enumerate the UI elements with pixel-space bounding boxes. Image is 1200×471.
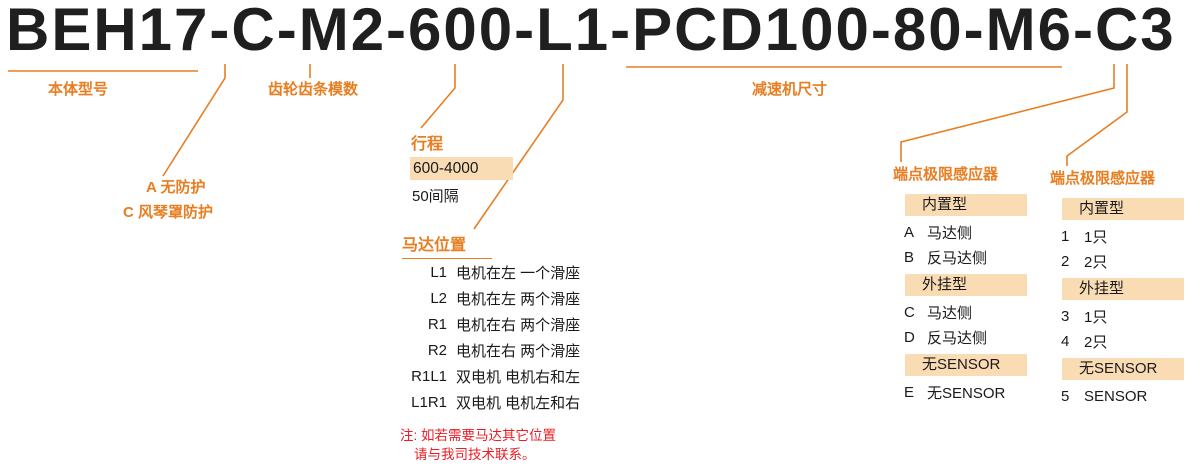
- sensor-code: 4: [1061, 333, 1070, 350]
- motor-position-list: L1 电机在左 一个滑座 L2 电机在左 两个滑座 R1 电机在右 两个滑座 R…: [361, 259, 580, 415]
- sensor-code: 2: [1061, 253, 1070, 270]
- motor-desc: 电机在右 两个滑座: [456, 316, 581, 334]
- stroke-interval: 50间隔: [412, 188, 459, 205]
- sensor-group-label: 内置型: [905, 194, 1027, 216]
- motor-note-line1: 注: 如若需要马达其它位置: [400, 428, 557, 443]
- sensor-code: B: [904, 249, 915, 266]
- sensor-code: 1: [1061, 228, 1070, 245]
- sensor-code: C: [904, 304, 915, 321]
- label-body-model: 本体型号: [48, 81, 109, 98]
- motor-code: R1L1: [411, 367, 447, 385]
- motor-row: L2 电机在左 两个滑座: [361, 285, 580, 311]
- sensor-group-label: 外挂型: [1062, 278, 1184, 300]
- label-gear-module: 齿轮齿条模数: [268, 81, 359, 98]
- sensor-group-label: 无SENSOR: [905, 354, 1027, 376]
- sensor-group-label: 内置型: [1062, 198, 1184, 220]
- stroke-section-header: 行程: [411, 130, 498, 158]
- sensor-desc: 反马达侧: [927, 330, 988, 347]
- sensor-row: E 无SENSOR: [893, 380, 1041, 405]
- sensor-desc: 反马达侧: [927, 250, 988, 267]
- sensor-group-label: 外挂型: [905, 274, 1027, 296]
- model-code-title: BEH17-C-M2-600-L1-PCD100-80-M6-C3: [6, 0, 1176, 63]
- sensor-row: 2 2只: [1050, 249, 1198, 274]
- connector-stroke: [420, 64, 456, 129]
- motor-code: L1: [430, 263, 447, 281]
- sensor-type-column: 端点极限感应器 内置型 A 马达侧 B 反马达侧 外挂型 C 马达侧 D 反马达…: [893, 163, 1041, 405]
- motor-position-header: 马达位置: [402, 231, 492, 259]
- connector-sensor-type: [900, 64, 1115, 162]
- connector-motor-position: [473, 64, 564, 230]
- sensor-desc: 无SENSOR: [927, 385, 1006, 402]
- motor-desc: 电机在右 两个滑座: [456, 342, 581, 360]
- motor-note-line2: 请与我司技术联系。: [414, 447, 536, 462]
- sensor-type-header: 端点极限感应器: [893, 166, 999, 183]
- sensor-row: C 马达侧: [893, 300, 1041, 325]
- sensor-desc: 2只: [1084, 334, 1108, 351]
- sensor-row: D 反马达侧: [893, 325, 1041, 350]
- label-reducer-size: 减速机尺寸: [752, 81, 828, 98]
- sensor-row: A 马达侧: [893, 220, 1041, 245]
- sensor-group-label: 无SENSOR: [1062, 358, 1184, 380]
- motor-desc: 电机在左 一个滑座: [456, 264, 581, 282]
- motor-code: L1R1: [411, 393, 447, 411]
- sensor-row: B 反马达侧: [893, 245, 1041, 270]
- motor-row: L1 电机在左 一个滑座: [361, 259, 580, 285]
- sensor-code: 5: [1061, 388, 1070, 405]
- sensor-code: E: [904, 384, 915, 401]
- connector-sensor-count: [1066, 64, 1128, 166]
- motor-row: R2 电机在右 两个滑座: [361, 337, 580, 363]
- sensor-desc: 2只: [1084, 254, 1108, 271]
- motor-code: R1: [427, 315, 447, 333]
- sensor-code: D: [904, 329, 915, 346]
- sensor-row: 3 1只: [1050, 304, 1198, 329]
- sensor-count-header: 端点极限感应器: [1050, 170, 1156, 187]
- sensor-desc: 1只: [1084, 229, 1108, 246]
- sensor-row: 4 2只: [1050, 329, 1198, 354]
- sensor-code: 3: [1061, 308, 1070, 325]
- motor-note: 注: 如若需要马达其它位置 请与我司技术联系。: [400, 426, 556, 464]
- sensor-row: 5 SENSOR: [1050, 384, 1198, 409]
- sensor-row: 1 1只: [1050, 224, 1198, 249]
- sensor-count-column: 端点极限感应器 内置型 1 1只 2 2只 外挂型 3 1只 4 2只 无SEN…: [1050, 167, 1198, 409]
- sensor-code: A: [904, 224, 915, 241]
- motor-row: L1R1 双电机 电机左和右: [361, 389, 580, 415]
- motor-code: R2: [427, 341, 447, 359]
- motor-code: L2: [430, 289, 447, 307]
- motor-desc: 双电机 电机左和右: [456, 394, 581, 412]
- connector-protection: [162, 64, 226, 177]
- label-protection-a: A 无防护: [146, 179, 206, 196]
- motor-row: R1 电机在右 两个滑座: [361, 311, 580, 337]
- motor-desc: 电机在左 两个滑座: [456, 290, 581, 308]
- sensor-desc: 马达侧: [927, 305, 973, 322]
- sensor-desc: 马达侧: [927, 225, 973, 242]
- sensor-desc: 1只: [1084, 309, 1108, 326]
- motor-desc: 双电机 电机右和左: [456, 368, 581, 386]
- motor-row: R1L1 双电机 电机右和左: [361, 363, 580, 389]
- sensor-desc: SENSOR: [1084, 388, 1148, 405]
- stroke-range: 600-4000: [410, 157, 513, 180]
- label-protection-c: C 风琴罩防护: [123, 204, 214, 221]
